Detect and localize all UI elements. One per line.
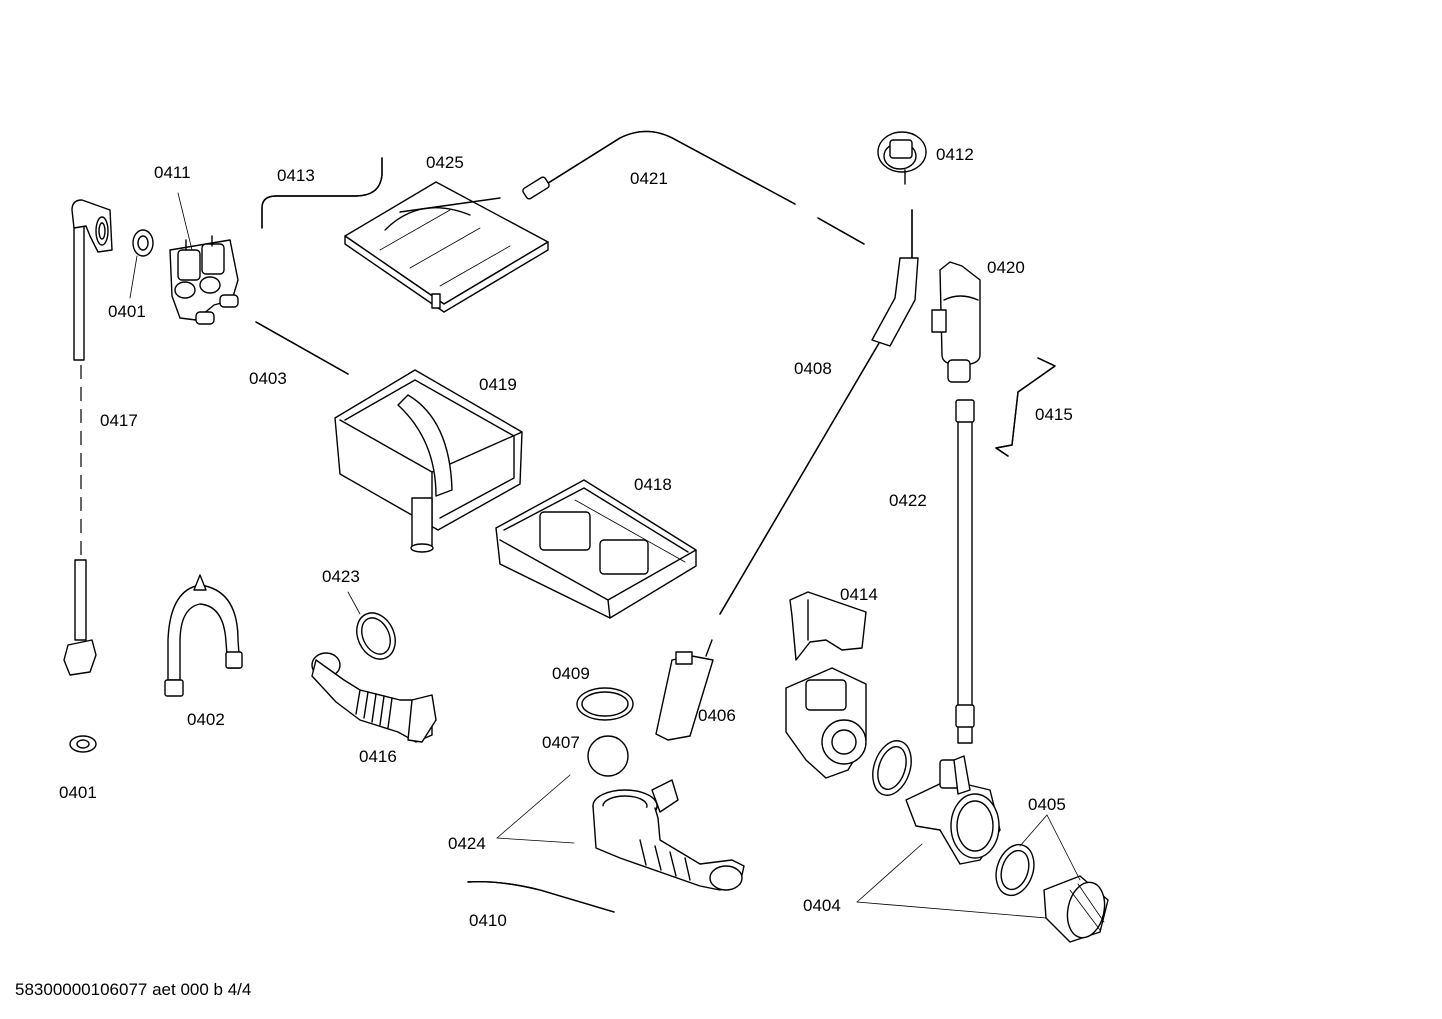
label-0425: 0425 [426,153,464,172]
label-0423: 0423 [322,567,360,586]
label-0419: 0419 [479,375,517,394]
part-0411-valve [169,235,239,325]
part-0410-hose [467,881,615,913]
part-0405-ring [995,843,1035,897]
label-0411: 0411 [154,163,191,182]
leader-0411 [177,192,193,251]
part-0409-ring [576,687,634,721]
label-0403: 0403 [249,369,287,388]
label-0414: 0414 [840,585,878,604]
leader-0423 [347,591,361,615]
part-0402-u-bracket [164,574,243,697]
part-0420-air-trap [931,261,981,383]
part-0412-pressure-switch [877,131,927,185]
label-0412: 0412 [936,145,974,164]
part-0421-hose [522,130,865,245]
label-0402: 0402 [187,710,225,729]
leader-0404-a [856,843,923,903]
label-0416: 0416 [359,747,397,766]
leader-0405-b [1046,814,1081,881]
part-0404-filter-housing [905,755,1001,865]
label-0406: 0406 [698,706,736,725]
part-pump-motor [785,667,867,779]
leader-0405-a [1019,814,1048,847]
part-0418-drawer [495,479,697,619]
part-0423-gasket [356,612,396,660]
label-0401-top: 0401 [108,302,146,321]
part-0422-hose [955,399,975,744]
label-0409: 0409 [552,664,590,683]
part-pump-gasket [872,740,912,796]
part-0407-ball [587,735,629,777]
drawing-code: 58300000106077 aet 000 b 4/4 [15,980,252,999]
part-0416-bellows-hose [311,652,437,743]
label-0422: 0422 [889,491,927,510]
part-0405-filter [1043,875,1109,943]
part-0419-dispenser-housing [334,369,523,553]
label-0417: 0417 [100,411,138,430]
label-0420: 0420 [987,258,1025,277]
label-0410: 0410 [469,911,507,930]
leader-0424-b [496,837,575,844]
label-0404: 0404 [803,896,841,915]
part-0408-hose [719,209,919,615]
label-0405: 0405 [1028,795,1066,814]
part-0401-washer-top [132,229,154,257]
leader-0404-b [856,901,1071,921]
part-0406-sensor [655,639,714,741]
leader-0424-a [496,774,571,839]
label-0408: 0408 [794,359,832,378]
label-0413: 0413 [277,166,315,185]
label-0401-bottom: 0401 [59,783,97,802]
label-0421: 0421 [630,169,668,188]
part-0401-washer-bottom [69,735,97,753]
part-0425-dispenser-lid [344,181,549,313]
part-0414-cover [789,591,867,661]
part-0417-inlet-hose [63,199,113,676]
label-0424: 0424 [448,834,486,853]
leader-0401-top [129,255,138,299]
label-0407: 0407 [542,733,580,752]
part-0403-tube [255,321,349,375]
label-0418: 0418 [634,475,672,494]
label-0415: 0415 [1035,405,1073,424]
part-0424-sump [592,779,745,891]
